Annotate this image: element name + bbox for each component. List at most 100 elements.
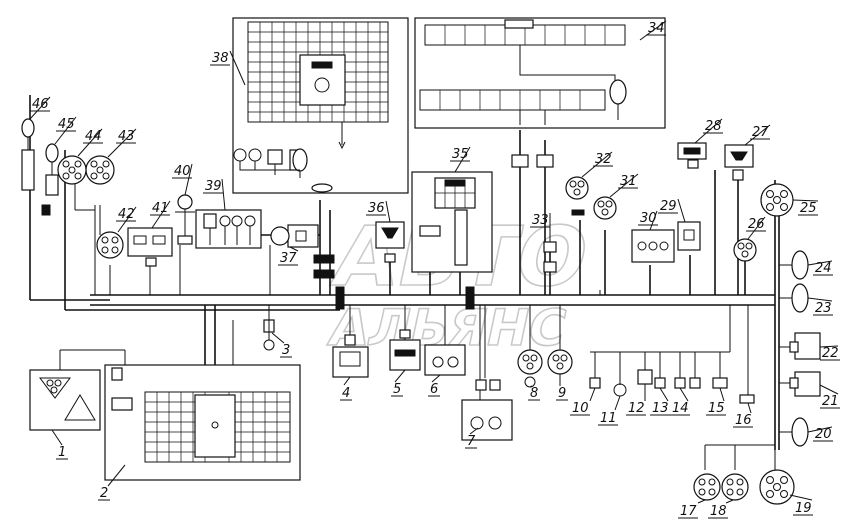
- callout-number: 8: [530, 386, 538, 401]
- component-1-unit: [29, 369, 101, 431]
- callout-number: 7: [467, 434, 476, 449]
- callout-leader: [697, 499, 706, 504]
- callout-number: 13: [652, 401, 669, 416]
- callout-number: 27: [752, 125, 769, 140]
- callout-number: 29: [660, 199, 677, 214]
- callout-leader: [469, 427, 479, 435]
- callout-leader: [589, 387, 596, 402]
- component-37-horn: [270, 224, 319, 248]
- callout-21: 21: [819, 384, 840, 409]
- callout-number: 20: [815, 427, 832, 442]
- callout-18: 18: [708, 499, 734, 519]
- component-4-connector: [332, 334, 369, 378]
- callout-45: 45: [54, 116, 77, 145]
- callout-number: 14: [672, 401, 689, 416]
- callout-leader: [744, 124, 771, 146]
- callout-number: 34: [648, 21, 665, 36]
- callout-leader: [819, 384, 839, 395]
- callout-leader: [271, 332, 285, 344]
- component-36-lamp: [375, 221, 405, 263]
- component-27-lamp: [724, 144, 754, 181]
- component-18-plug: [721, 473, 749, 501]
- component-25-plug: [760, 183, 794, 217]
- callout-number: 19: [795, 501, 812, 516]
- callout-number: 37: [280, 251, 297, 266]
- callout-39: 39: [203, 178, 226, 211]
- callout-number: 31: [620, 174, 637, 189]
- callout-29: 29: [658, 198, 686, 223]
- component-34-module: [414, 17, 666, 168]
- callout-leader: [454, 146, 471, 173]
- callout-leader: [107, 464, 126, 487]
- callout-44: 44: [77, 128, 103, 157]
- component-39-module: [195, 209, 262, 249]
- callout-number: 1: [58, 445, 66, 460]
- callout-10: 10: [570, 387, 596, 416]
- component-43-plug: [85, 155, 115, 185]
- callout-4: 4: [340, 376, 352, 401]
- callout-34: 34: [639, 20, 667, 41]
- component-6-connector: [424, 344, 466, 376]
- component-35-module: [411, 171, 493, 273]
- callout-leader: [184, 163, 193, 196]
- callout-20: 20: [807, 426, 833, 442]
- callout-37: 37: [278, 246, 299, 266]
- callout-leader: [343, 376, 351, 386]
- callout-number: 18: [710, 504, 727, 519]
- callout-12: 12: [626, 384, 646, 416]
- callout-number: 33: [532, 213, 549, 228]
- connector-blocks: [41, 204, 475, 310]
- callout-7: 7: [465, 427, 479, 449]
- callout-leader: [747, 402, 752, 414]
- component-2-panel: [104, 364, 301, 481]
- callout-number: 22: [822, 346, 839, 361]
- callout-2: 2: [98, 464, 126, 501]
- callout-number: 30: [640, 211, 657, 226]
- callout-leader: [29, 96, 51, 120]
- callout-41: 41: [150, 200, 171, 229]
- callout-leader: [51, 429, 63, 446]
- callout-35: 35: [450, 146, 471, 173]
- callout-25: 25: [792, 199, 819, 216]
- callout-number: 11: [600, 411, 617, 426]
- callout-leader: [807, 297, 833, 302]
- callout-number: 23: [815, 301, 832, 316]
- callout-leader: [581, 151, 613, 178]
- callout-leader: [639, 20, 667, 41]
- callout-26: 26: [746, 216, 766, 240]
- callout-number: 41: [152, 201, 169, 216]
- callout-17: 17: [678, 499, 706, 519]
- callout-9: 9: [556, 374, 568, 401]
- callout-number: 24: [815, 261, 832, 276]
- callout-15: 15: [706, 387, 726, 416]
- callout-number: 3: [282, 343, 290, 358]
- callout-32: 32: [581, 151, 613, 178]
- component-28-lamp: [677, 142, 707, 169]
- callout-number: 40: [174, 164, 191, 179]
- component-46-sensor: [21, 118, 35, 191]
- callout-leader: [677, 198, 686, 223]
- callout-14: 14: [670, 387, 690, 416]
- component-3-sensor: [263, 305, 275, 351]
- callout-3: 3: [271, 332, 292, 358]
- callout-number: 38: [212, 51, 229, 66]
- callout-23: 23: [807, 297, 833, 316]
- callout-number: 9: [558, 386, 566, 401]
- component-32-plug: [565, 176, 589, 216]
- callout-number: 15: [708, 401, 725, 416]
- callout-leader: [719, 387, 725, 402]
- callout-leader: [117, 206, 137, 233]
- callout-leader: [679, 387, 689, 402]
- callout-number: 42: [118, 207, 135, 222]
- callout-13: 13: [650, 387, 670, 416]
- callout-leader: [289, 246, 299, 252]
- callout-number: 35: [452, 147, 469, 162]
- callout-leader: [609, 173, 639, 198]
- terminals-10-16: [589, 369, 755, 404]
- callout-number: 45: [58, 117, 75, 132]
- callout-leader: [694, 118, 723, 144]
- callout-6: 6: [428, 374, 441, 397]
- callout-number: 12: [628, 401, 645, 416]
